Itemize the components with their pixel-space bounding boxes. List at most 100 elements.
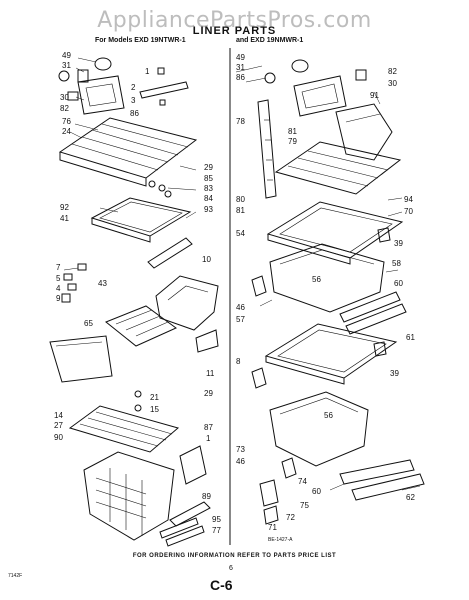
light-housing-left: [77, 75, 125, 115]
label-65: 65: [84, 319, 93, 328]
label-11: 11: [206, 369, 215, 378]
label-24: 24: [62, 127, 71, 136]
diagram-title: LINER PARTS: [192, 25, 277, 37]
clip-46-lower: [281, 457, 297, 479]
label-8: 8: [236, 357, 241, 366]
label-60-upper: 60: [394, 279, 403, 288]
label-31-right: 31: [236, 63, 245, 72]
small-hardware-set: [61, 263, 87, 303]
label-61: 61: [406, 333, 415, 342]
label-56-lower: 56: [324, 411, 333, 420]
label-1-lower: 1: [206, 434, 211, 443]
label-5: 5: [56, 274, 61, 283]
label-72: 72: [286, 513, 295, 522]
bracket-set-left: [139, 67, 189, 106]
label-3: 3: [131, 96, 136, 105]
label-41: 41: [60, 214, 69, 223]
rail-pair-left: [159, 517, 205, 547]
socket-left: [67, 91, 79, 101]
label-89: 89: [202, 492, 211, 501]
clip-8: [251, 367, 267, 389]
label-46-upper: 46: [236, 303, 245, 312]
label-39-lower: 39: [390, 369, 399, 378]
drawer-rail-upper-a: [339, 291, 401, 323]
label-71: 71: [268, 523, 277, 532]
label-80: 80: [236, 195, 245, 204]
wire-basket: [83, 451, 175, 541]
label-60-lower: 60: [312, 487, 321, 496]
label-62: 62: [406, 493, 415, 502]
label-30-left: 30: [60, 93, 69, 102]
label-76: 76: [62, 117, 71, 126]
label-81-lower: 81: [236, 206, 245, 215]
top-wire-shelf-right: [274, 141, 402, 195]
image-code: 7142F: [8, 573, 23, 579]
crisper-drawer-upper: [269, 243, 385, 313]
label-86-right: 86: [236, 73, 245, 82]
label-4: 4: [56, 284, 61, 293]
label-29-upper: 29: [204, 163, 213, 172]
diagram-reference: BE-1427-A: [268, 537, 293, 543]
label-93: 93: [204, 205, 213, 214]
label-84: 84: [204, 194, 213, 203]
label-83: 83: [204, 184, 213, 193]
label-58: 58: [392, 259, 401, 268]
light-dome-left: [58, 57, 112, 83]
label-77: 77: [212, 526, 221, 535]
label-73: 73: [236, 445, 245, 454]
ice-bin: [49, 335, 113, 383]
label-75: 75: [300, 501, 309, 510]
label-86-left: 86: [130, 109, 139, 118]
meat-keeper-bin: [155, 275, 219, 331]
shelf-trim-left: [147, 237, 193, 269]
label-9: 9: [56, 294, 61, 303]
label-57: 57: [236, 315, 245, 324]
drawer-rail-lower-b: [351, 473, 425, 501]
label-56-upper: 56: [312, 275, 321, 284]
label-95: 95: [212, 515, 221, 524]
label-92: 92: [60, 203, 69, 212]
label-81-upper: 81: [288, 127, 297, 136]
label-90: 90: [54, 433, 63, 442]
models-left-text: For Models EXD 19NTWR-1: [95, 37, 186, 44]
label-94: 94: [404, 195, 413, 204]
ordering-note: FOR ORDERING INFORMATION REFER TO PARTS …: [132, 553, 337, 559]
label-49-right: 49: [236, 53, 245, 62]
label-27: 27: [54, 421, 63, 430]
screw-15: [134, 404, 142, 412]
shelf-ladder-rail: [257, 99, 277, 199]
ice-tray: [105, 305, 177, 347]
label-43: 43: [98, 279, 107, 288]
label-21: 21: [150, 393, 159, 402]
slide-rail-left: [169, 445, 211, 527]
top-wire-shelf-left: [58, 117, 198, 187]
lower-wire-shelf-left: [68, 405, 180, 453]
glass-shelf-lower-right: [264, 323, 398, 385]
label-78: 78: [236, 117, 245, 126]
label-2: 2: [131, 83, 136, 92]
label-79: 79: [288, 137, 297, 146]
light-dome-right: [264, 59, 309, 84]
glass-shelf-right: [266, 201, 404, 265]
label-82-right: 82: [388, 67, 397, 76]
page-code: C-6: [210, 577, 233, 593]
label-39-upper: 39: [394, 239, 403, 248]
label-74: 74: [298, 477, 307, 486]
drawer-rail-lower-a: [339, 459, 415, 485]
clip-part: [195, 329, 219, 353]
label-54: 54: [236, 229, 245, 238]
clip-39-upper: [377, 227, 391, 243]
shelf-hardware-left: [148, 180, 172, 198]
label-14: 14: [54, 411, 63, 420]
part-labels: 49 31 1 2 3 30 82 86 76 24 29 8 5 83 84 9…: [54, 51, 415, 535]
clip-46-upper: [251, 275, 267, 297]
screw-21: [134, 390, 142, 398]
light-housing-right: [293, 75, 347, 117]
label-15: 15: [150, 405, 159, 414]
label-1-top: 1: [145, 67, 150, 76]
label-46-lower: 46: [236, 457, 245, 466]
label-87: 87: [204, 423, 213, 432]
label-10: 10: [202, 255, 211, 264]
label-29-lower: 29: [204, 389, 213, 398]
